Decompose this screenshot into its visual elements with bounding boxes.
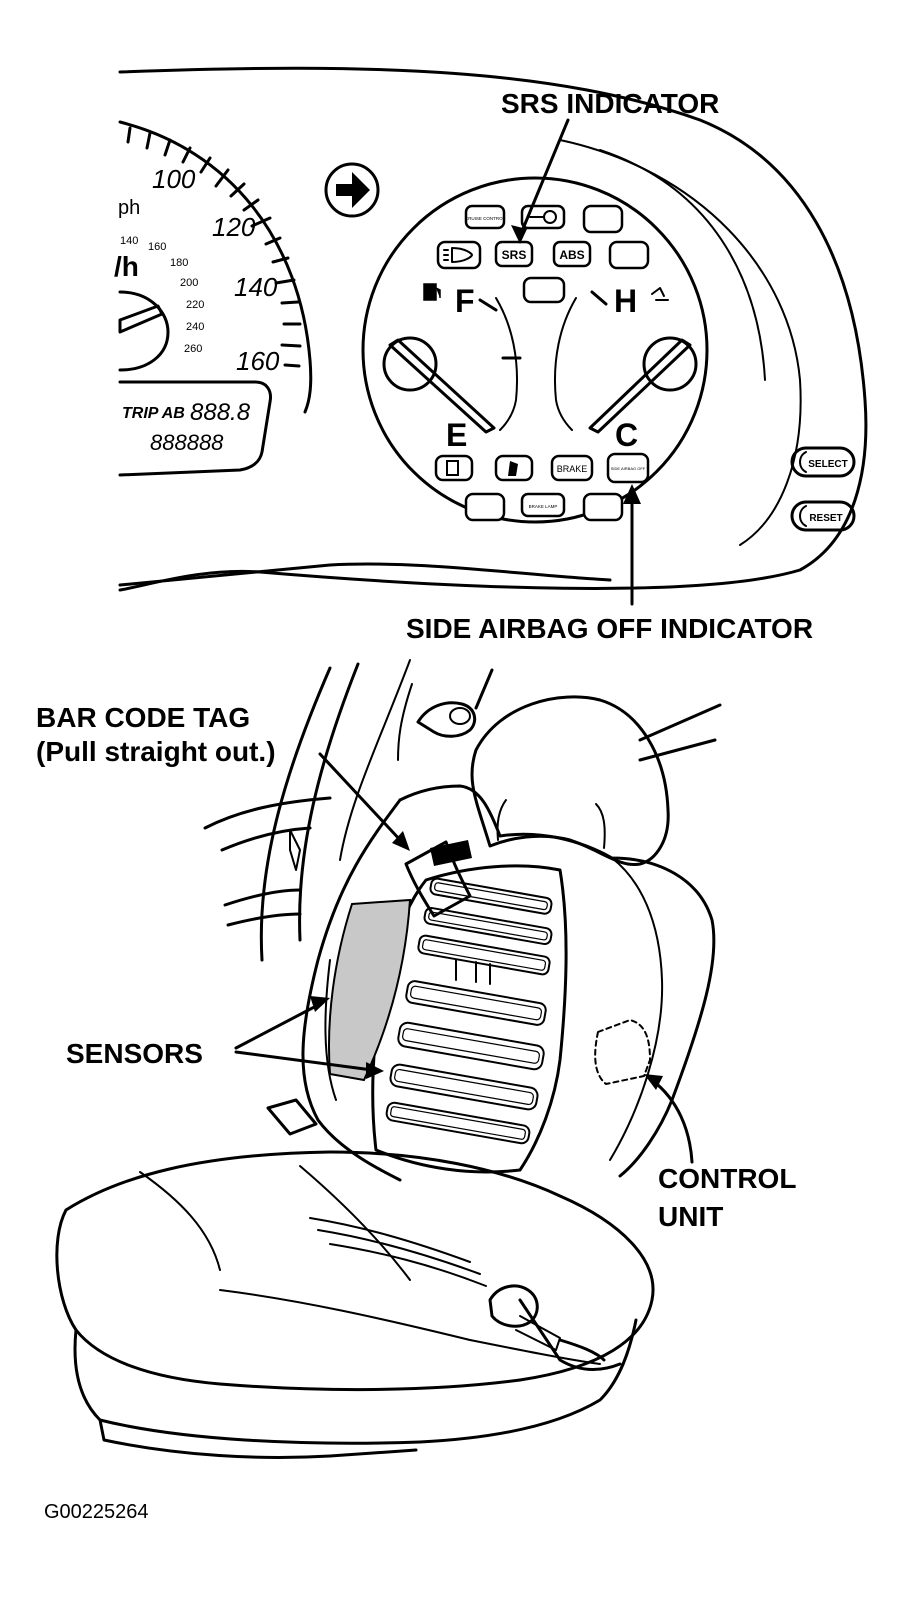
- turn-signal-icon: [324, 162, 380, 218]
- brake-lamp: BRAKE: [550, 454, 594, 482]
- sensors-callout: SENSORS: [66, 1038, 203, 1069]
- lamp-cruise-control: CRUISE CONTROL: [464, 204, 506, 230]
- sensors-leader-2: [234, 1050, 374, 1072]
- lamp-blank-2: [608, 240, 650, 270]
- temp-hot-label: H: [614, 283, 637, 319]
- svg-text:BRAKE: BRAKE: [557, 464, 588, 474]
- temperature-gauge: H C: [553, 283, 698, 453]
- fuel-gauge: F E: [382, 283, 522, 453]
- kmh-tick-240: 240: [186, 321, 204, 333]
- lamp-brake-lamp: BRAKE LAMP: [520, 492, 566, 518]
- fuel-full-label: F: [455, 283, 475, 319]
- kmh-tick-160: 160: [148, 241, 166, 253]
- bar-code-tag-arrowhead: [392, 831, 410, 851]
- temp-cold-label: C: [615, 417, 638, 453]
- svg-text:CRUISE CONTROL: CRUISE CONTROL: [465, 216, 506, 221]
- speedometer-ticks: [126, 126, 302, 368]
- side-airbag-off-lamp: SIDE AIRBAG OFF: [606, 452, 650, 484]
- sensors-arrowhead-1: [310, 996, 330, 1012]
- lamp-blank-5: [582, 492, 624, 522]
- odometer-display: [118, 380, 272, 477]
- sensors-arrowhead-2: [366, 1062, 384, 1079]
- srs-indicator-callout: SRS INDICATOR: [501, 88, 719, 119]
- mph-tick-140: 140: [234, 272, 278, 302]
- fuel-empty-label: E: [446, 417, 467, 453]
- svg-text:SRS: SRS: [502, 248, 527, 262]
- lamp-seatbelt: [494, 454, 534, 482]
- kmh-tick-140: 140: [120, 235, 138, 247]
- kmh-tick-220: 220: [186, 299, 204, 311]
- kmh-tick-180: 180: [170, 257, 188, 269]
- svg-text:SIDE AIRBAG OFF: SIDE AIRBAG OFF: [611, 466, 646, 471]
- seat-ribs: [385, 877, 553, 1145]
- control-unit-leader: [650, 1078, 694, 1164]
- kmh-tick-260: 260: [184, 343, 202, 355]
- mph-tick-120: 120: [212, 212, 256, 242]
- instrument-cluster: 100 120 140 160 ph /h 140 160 180 200 22…: [114, 66, 868, 592]
- kmh-tick-200: 200: [180, 277, 198, 289]
- control-unit-box: [594, 1019, 651, 1085]
- lamp-headlight: [436, 240, 482, 270]
- bar-code-tag-callout: BAR CODE TAG: [36, 702, 250, 733]
- svg-text:RESET: RESET: [809, 513, 842, 524]
- odometer-value: 888888: [150, 430, 224, 455]
- lamp-blank-3: [522, 276, 566, 304]
- srs-indicator-leader: [518, 118, 570, 238]
- lamp-lock: [520, 204, 566, 230]
- lamp-blank-4: [464, 492, 506, 522]
- recline-lever: [488, 1284, 539, 1328]
- speedometer-hub: [118, 290, 170, 372]
- speedometer-needle: [118, 304, 164, 334]
- control-unit-arrowhead: [644, 1074, 663, 1090]
- abs-lamp: ABS: [552, 240, 592, 268]
- svg-text:SELECT: SELECT: [808, 459, 847, 470]
- mph-unit: ph: [118, 197, 140, 219]
- select-button[interactable]: SELECT: [790, 446, 856, 478]
- control-unit-callout-line1: CONTROL: [658, 1163, 796, 1194]
- lamp-low-fuel: [434, 454, 474, 482]
- srs-indicator-arrowhead: [511, 225, 527, 244]
- combination-gauge: [361, 176, 709, 524]
- side-airbag-off-arrowhead: [623, 484, 641, 504]
- side-airbag-off-callout: SIDE AIRBAG OFF INDICATOR: [406, 613, 813, 644]
- side-bolster-sensor: [328, 898, 412, 1082]
- svg-text:ABS: ABS: [559, 248, 584, 262]
- bar-code-tag-note: (Pull straight out.): [36, 736, 276, 767]
- mph-tick-160: 160: [236, 346, 280, 376]
- sensors-leader-1: [234, 1002, 322, 1050]
- bar-code-tag-leader: [318, 752, 404, 844]
- reset-button[interactable]: RESET: [790, 500, 856, 532]
- mph-tick-100: 100: [152, 164, 196, 194]
- kmh-unit: /h: [114, 251, 139, 282]
- control-unit-callout-line2: UNIT: [658, 1201, 723, 1232]
- srs-lamp: SRS: [494, 240, 534, 268]
- figure-code: G00225264: [44, 1501, 149, 1523]
- svg-text:BRAKE LAMP: BRAKE LAMP: [529, 504, 558, 509]
- trip-value: 888.8: [190, 399, 251, 426]
- trip-label: TRIP AB: [122, 405, 185, 422]
- seat-illustration: [55, 659, 722, 1459]
- lamp-blank-1: [582, 204, 624, 234]
